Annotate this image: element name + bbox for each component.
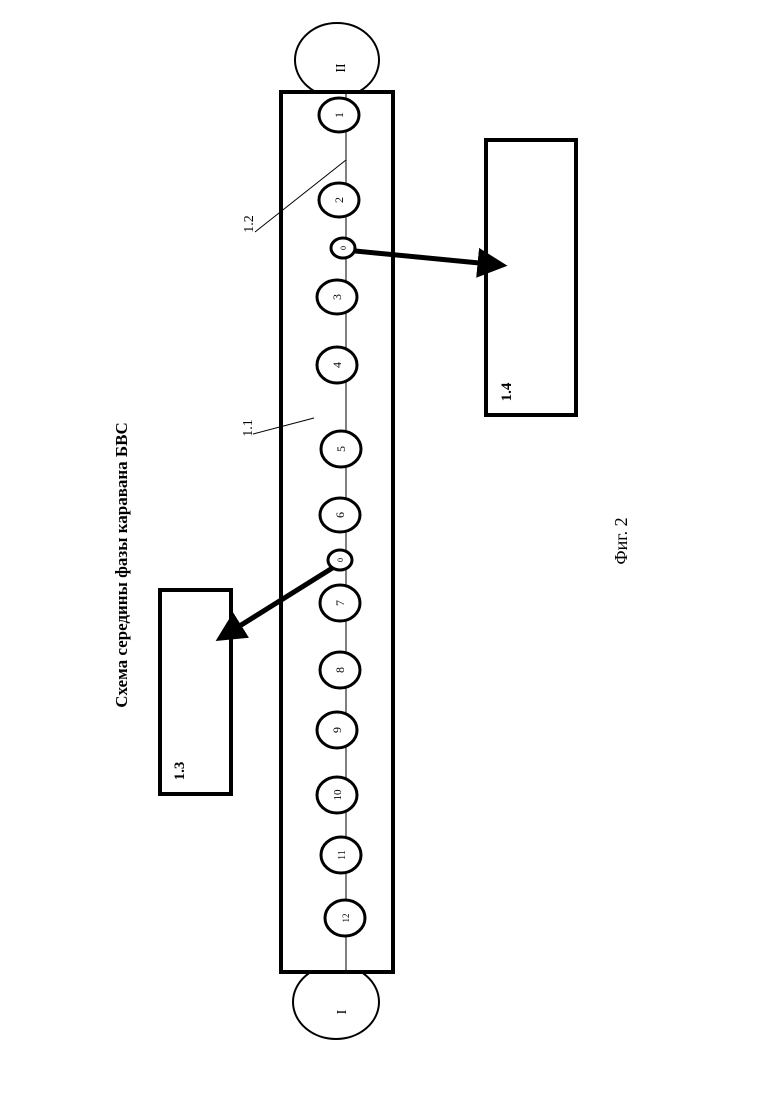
drone-label: 3 bbox=[330, 294, 344, 300]
drone-label: 1 bbox=[332, 112, 346, 118]
drone: 12 bbox=[325, 900, 365, 936]
drone: 1 bbox=[319, 98, 359, 132]
drone: 8 bbox=[320, 652, 360, 688]
drone-label: 9 bbox=[330, 727, 344, 733]
drone: 4 bbox=[317, 347, 357, 383]
end-node-top: II bbox=[295, 23, 379, 97]
drone-small: 0 bbox=[328, 550, 352, 570]
figure-caption: Фиг. 2 bbox=[611, 517, 631, 564]
end-node-bottom: I bbox=[293, 965, 379, 1039]
box-upper-label: 1.4 bbox=[499, 382, 515, 401]
diagram-title: Схема середины фазы каравана БВС bbox=[112, 422, 131, 708]
drone: 7 bbox=[320, 585, 360, 621]
end-node-bottom-label: I bbox=[335, 1009, 350, 1014]
drone-label: 7 bbox=[333, 600, 347, 606]
box-lower-label: 1.3 bbox=[172, 762, 188, 781]
drone: 11 bbox=[321, 837, 361, 873]
drone: 3 bbox=[317, 280, 357, 314]
drone-label: 5 bbox=[334, 446, 348, 452]
drone: 6 bbox=[320, 498, 360, 532]
callout-label-body: 1.1 bbox=[241, 419, 256, 437]
box-upper: 1.4 bbox=[486, 140, 576, 415]
box-lower: 1.3 bbox=[160, 590, 231, 794]
drone-label: 4 bbox=[330, 362, 344, 368]
drone: 10 bbox=[317, 777, 357, 813]
drone-small: 0 bbox=[331, 238, 355, 258]
drone-label: 0 bbox=[336, 558, 345, 562]
drone: 2 bbox=[319, 183, 359, 217]
drone-label: 0 bbox=[339, 246, 348, 250]
drone: 9 bbox=[317, 712, 357, 748]
drone-label: 2 bbox=[332, 197, 346, 203]
drone: 5 bbox=[321, 431, 361, 467]
drone-label: 12 bbox=[341, 914, 351, 923]
drone-label: 6 bbox=[333, 512, 347, 518]
callout-label-line: 1.2 bbox=[242, 215, 257, 233]
end-node-top-label: II bbox=[334, 63, 349, 73]
drone-label: 11 bbox=[337, 850, 348, 860]
drone-label: 10 bbox=[332, 789, 344, 801]
drone-label: 8 bbox=[333, 667, 347, 673]
